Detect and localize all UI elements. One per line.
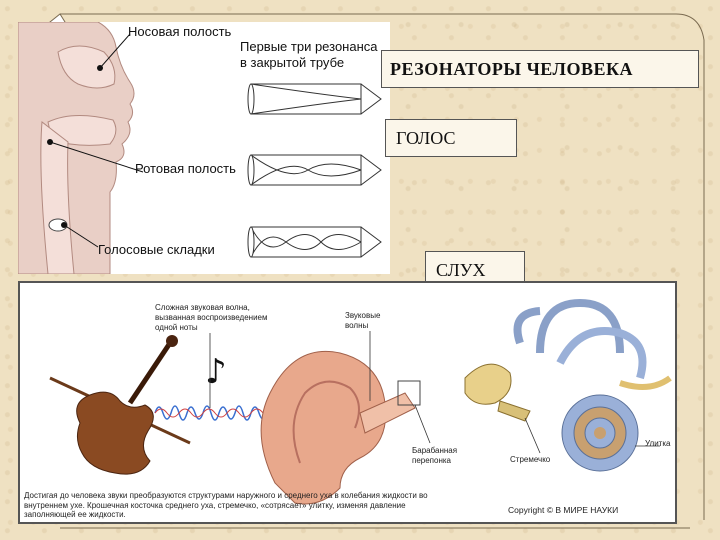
- resonances-label-line1: Первые три резонанса: [240, 40, 378, 54]
- cochlea-label: Улитка: [645, 439, 670, 448]
- nasal-cavity-label: Носовая полость: [128, 25, 231, 39]
- resonances-label-line2: в закрытой трубе: [240, 56, 344, 70]
- tube-2: [248, 155, 381, 185]
- music-note-icon: ♪: [205, 352, 227, 392]
- vocal-tract-diagram: Носовая полость Первые три резонанса в з…: [18, 22, 390, 274]
- eardrum-label-line2: перепонка: [412, 456, 451, 465]
- ear-caption: Достигая до человека звуки преобразуются…: [24, 491, 454, 520]
- complex-wave-label-line2: вызванная воспроизведением: [155, 313, 267, 322]
- copyright-notice: Copyright © В МИРЕ НАУКИ: [508, 505, 618, 515]
- tube-3: [248, 227, 381, 257]
- voice-heading: ГОЛОС: [385, 119, 517, 157]
- vocal-folds-label: Голосовые складки: [98, 243, 215, 257]
- sound-waves-label-line2: волны: [345, 321, 368, 330]
- stapes-label: Стремечко: [510, 455, 550, 464]
- oral-cavity-label: Ротовая полость: [135, 162, 236, 176]
- slide-title: РЕЗОНАТОРЫ ЧЕЛОВЕКА: [381, 50, 699, 88]
- ear-diagram: ♪ Сложная звуковая волна, вызванная восп…: [18, 281, 677, 524]
- eardrum-label-line1: Барабанная: [412, 446, 457, 455]
- complex-wave-label-line3: одной ноты: [155, 323, 198, 332]
- violin-illustration: [50, 335, 190, 474]
- sound-waves-label-line1: Звуковые: [345, 311, 380, 320]
- tube-1: [248, 84, 381, 114]
- complex-wave-label-line1: Сложная звуковая волна,: [155, 303, 250, 312]
